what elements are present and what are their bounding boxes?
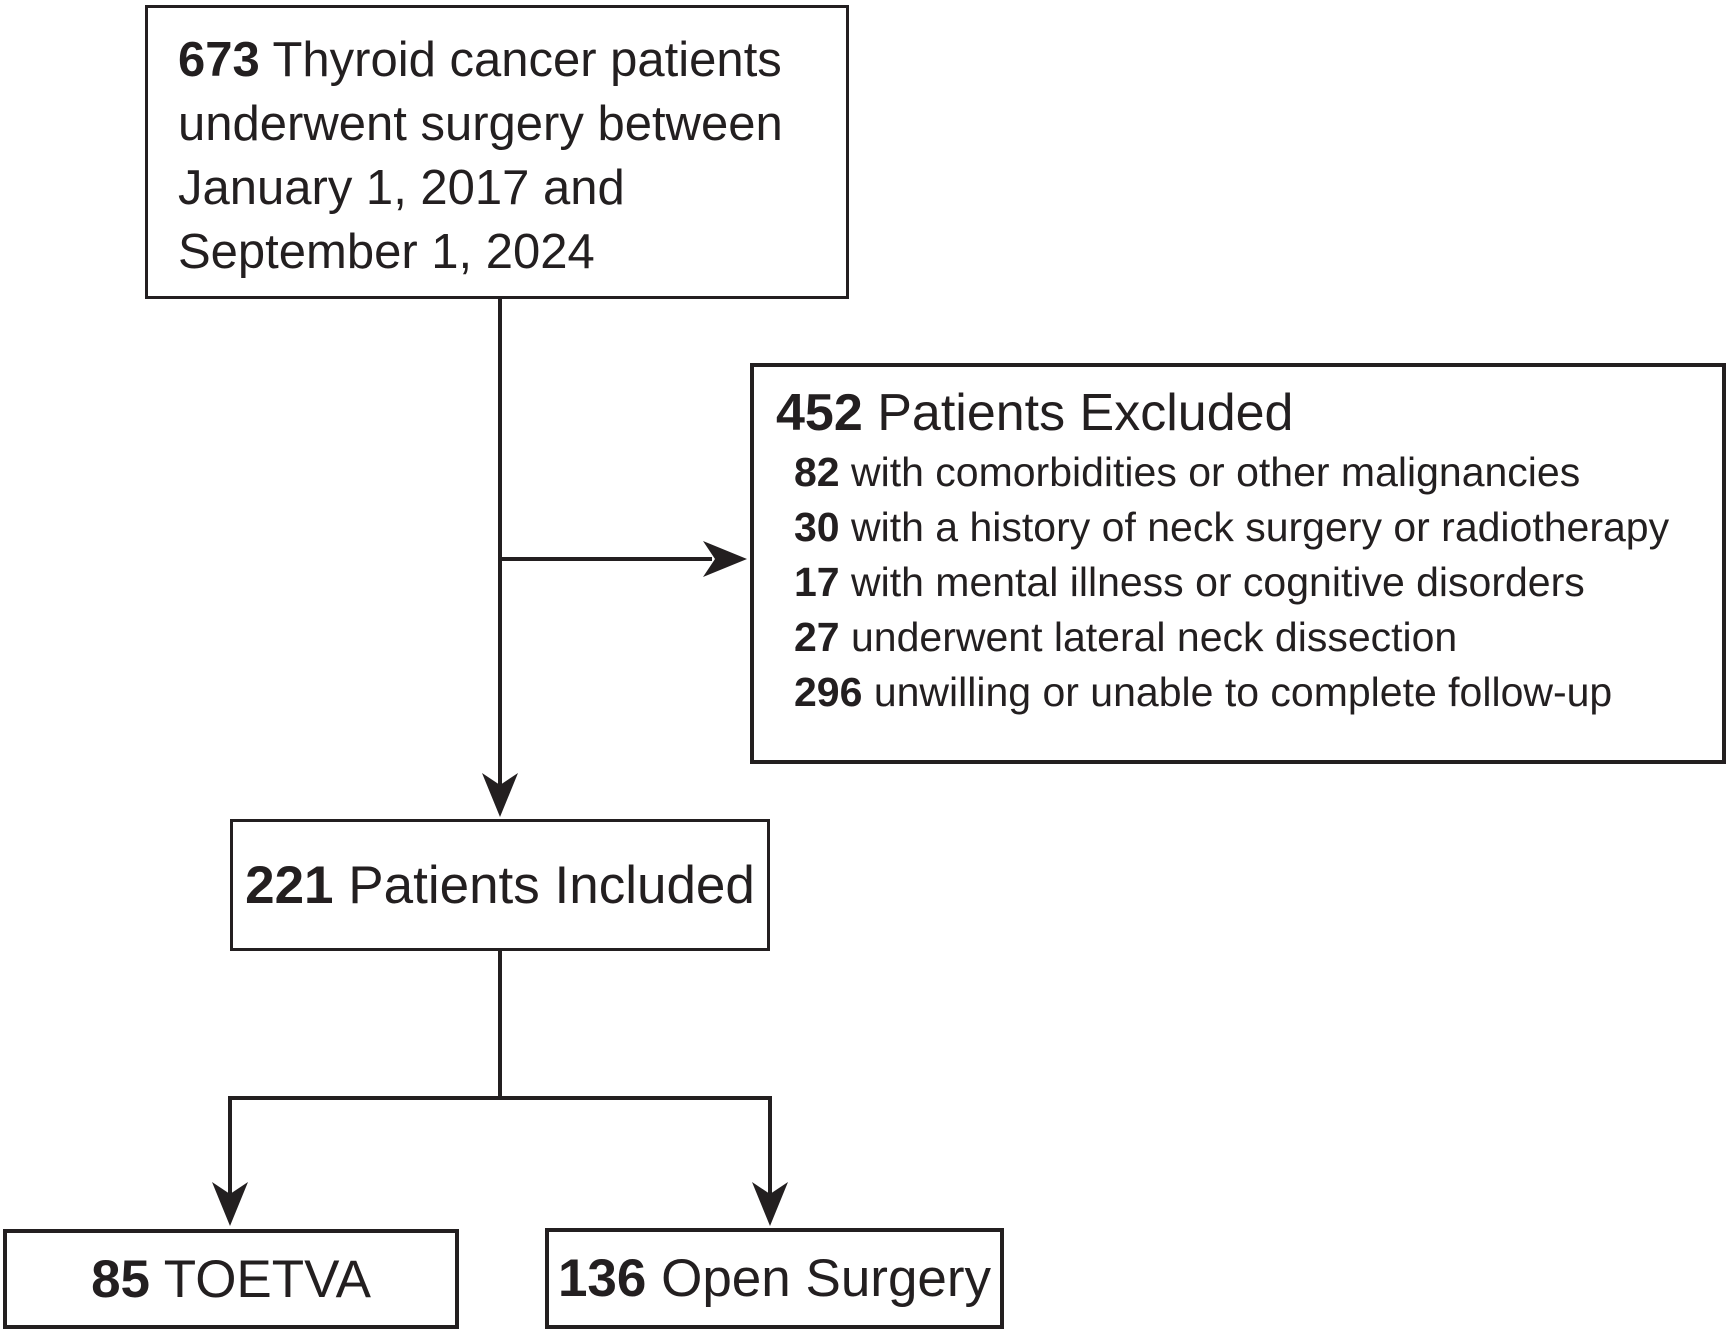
open-surgery-count: 136 <box>557 1249 647 1308</box>
enrolled-box: 673 Thyroid cancer patients underwent su… <box>145 5 849 299</box>
toetva-label: TOETVA <box>150 1249 371 1309</box>
excluded-item-label: with a history of neck surgery or radiot… <box>839 504 1670 550</box>
excluded-item: 296 unwilling or unable to complete foll… <box>776 665 1712 720</box>
open-surgery-label: Open Surgery <box>646 1249 992 1308</box>
included-box: 221 Patients Included <box>230 819 770 951</box>
excluded-item: 82 with comorbidities or other malignanc… <box>776 445 1712 500</box>
enrolled-label: Thyroid cancer patients underwent surger… <box>178 33 783 279</box>
excluded-item-count: 27 <box>794 614 840 660</box>
excluded-item-label: unwilling or unable to complete follow-u… <box>862 669 1613 715</box>
excluded-item: 27 underwent lateral neck dissection <box>776 610 1712 665</box>
excluded-item-label: with mental illness or cognitive disorde… <box>839 559 1585 605</box>
toetva-count: 85 <box>91 1249 151 1309</box>
excluded-item-label: with comorbidities or other malignancies <box>839 449 1581 495</box>
included-count: 221 <box>245 855 334 915</box>
included-label: Patients Included <box>333 855 755 915</box>
open-surgery-box: 136 Open Surgery <box>545 1228 1004 1329</box>
enrolled-count: 673 <box>178 33 260 87</box>
excluded-item-count: 296 <box>794 669 863 715</box>
excluded-item-count: 82 <box>794 449 840 495</box>
excluded-title-label: Patients Excluded <box>862 384 1294 442</box>
arrowhead-into-included <box>482 773 518 817</box>
excluded-box: 452 Patients Excluded 82 with comorbidit… <box>750 363 1726 764</box>
excluded-item-count: 17 <box>794 559 840 605</box>
excluded-item: 30 with a history of neck surgery or rad… <box>776 500 1712 555</box>
excluded-item-count: 30 <box>794 504 840 550</box>
arrowhead-into-toetva <box>212 1182 248 1226</box>
arrowhead-into-open-surgery <box>752 1182 788 1226</box>
excluded-item: 17 with mental illness or cognitive diso… <box>776 555 1712 610</box>
toetva-box: 85 TOETVA <box>3 1229 459 1329</box>
arrowhead-into-excluded <box>703 541 747 577</box>
excluded-title: 452 Patients Excluded <box>776 381 1712 445</box>
excluded-item-label: underwent lateral neck dissection <box>839 614 1458 660</box>
excluded-count: 452 <box>776 384 863 442</box>
